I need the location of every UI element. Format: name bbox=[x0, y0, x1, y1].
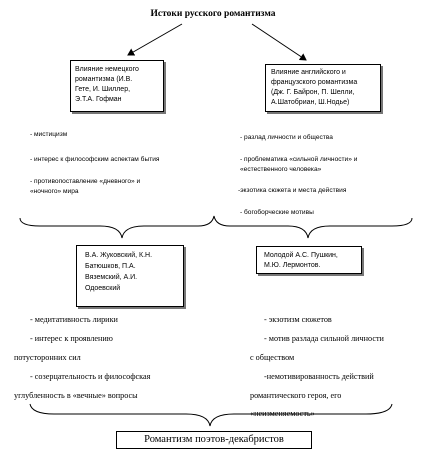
right-lower-3: -немотивированность действий bbox=[264, 372, 374, 381]
zhukovsky-group-box: В.А. Жуковский, К.Н. Батюшков, П.А. Вязе… bbox=[76, 245, 184, 307]
german-romanticism-text: Влияние немецкого романтизма (И.В. Гете,… bbox=[75, 66, 139, 103]
pushkin-lermontov-text: Молодой А.С. Пушкин, М.Ю. Лермонтов. bbox=[264, 252, 338, 269]
right-lower-2-cont: с обществом bbox=[250, 353, 295, 362]
diagram-title: Истоки русского романтизма bbox=[150, 9, 276, 19]
left-lower-2: - интерес к проявлению bbox=[30, 334, 113, 343]
right-feature-1: - разлад личности и общества bbox=[240, 134, 333, 141]
right-lower-1: - экзотизм сюжетов bbox=[264, 315, 332, 324]
decembrist-romanticism-box: Романтизм поэтов-декабристов bbox=[116, 431, 312, 449]
brace-bottom bbox=[29, 403, 393, 427]
english-french-romanticism-box: Влияние английского и французского роман… bbox=[265, 64, 381, 112]
left-feature-1: - мистицизм bbox=[30, 131, 68, 138]
zhukovsky-group-text: В.А. Жуковский, К.Н. Батюшков, П.А. Вязе… bbox=[85, 252, 153, 292]
left-feature-3-cont: «ночного» мира bbox=[30, 188, 79, 195]
left-lower-1: - медитативность лирики bbox=[30, 315, 118, 324]
right-feature-2: - проблематика «сильной личности» и bbox=[240, 156, 358, 163]
brace-top bbox=[19, 215, 413, 239]
arrow-right bbox=[251, 23, 307, 61]
right-feature-3: -экзотика сюжета и места действия bbox=[238, 187, 347, 194]
pushkin-lermontov-box: Молодой А.С. Пушкин, М.Ю. Лермонтов. bbox=[256, 246, 362, 274]
right-feature-2-cont: «естественного человека» bbox=[240, 166, 322, 173]
english-french-romanticism-text: Влияние английского и французского роман… bbox=[271, 69, 358, 106]
arrow-left bbox=[127, 23, 183, 56]
right-lower-3-cont: романтического героя, его bbox=[250, 391, 342, 400]
left-lower-3-cont: углубленность в «вечные» вопросы bbox=[14, 391, 138, 400]
german-romanticism-box: Влияние немецкого романтизма (И.В. Гете,… bbox=[70, 60, 164, 112]
left-lower-3: - созерцательность и философская bbox=[30, 372, 151, 381]
right-feature-4: - богоборческие мотивы bbox=[240, 209, 314, 216]
right-lower-2: - мотив разлада сильной личности bbox=[264, 334, 384, 343]
left-feature-2: - интерес к философским аспектам бытия bbox=[30, 156, 160, 163]
right-lower-3-cont2: «неизменяемость» bbox=[250, 409, 315, 418]
left-feature-3: - противопоставление «дневного» и bbox=[30, 178, 141, 185]
left-lower-2-cont: потусторонних сил bbox=[14, 353, 81, 362]
